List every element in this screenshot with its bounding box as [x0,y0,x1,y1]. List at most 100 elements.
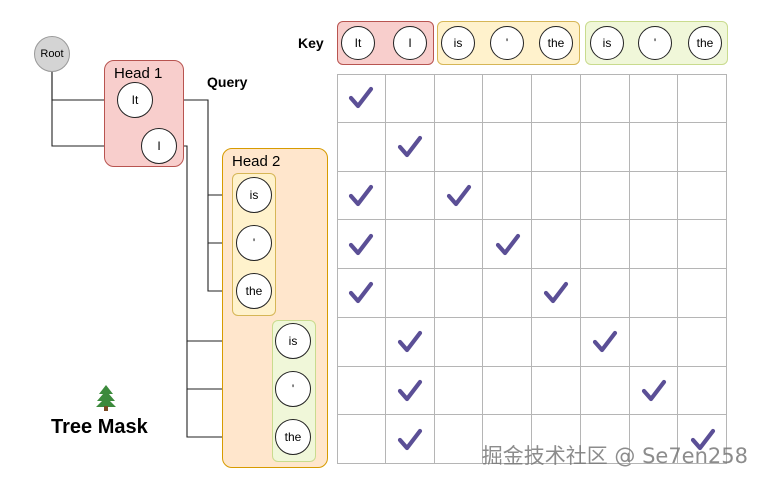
mask-cell-r4-c6 [629,269,679,318]
mask-cell-r0-c4 [532,74,581,123]
mask-cell-r2-c7 [678,171,727,221]
check-icon [349,233,374,255]
key-token-7: the [688,26,722,60]
mask-cell-r3-c6 [629,220,679,269]
mask-cell-r3-c4 [532,220,581,269]
root-label: Root [40,48,64,60]
mask-cell-r7-c2 [434,415,484,464]
key-label: Key [298,35,324,51]
mask-cell-r7-c7 [678,415,727,464]
head2-token-apos-a: ' [236,225,272,261]
key-token-4: the [539,26,573,60]
mask-cell-r0-c3 [483,74,532,123]
key-token-2: is [441,26,475,60]
mask-cell-r4-c1 [385,269,435,318]
query-label: Query [207,74,248,90]
check-icon [641,379,666,401]
mask-cell-r0-c5 [580,74,630,123]
mask-cell-r0-c2 [434,74,484,123]
check-icon [398,428,423,450]
head2-title: Head 2 [232,153,281,170]
key-token-1: I [393,26,427,60]
check-icon [544,282,569,304]
key-token-3: ' [490,26,524,60]
check-icon [446,184,471,206]
mask-cell-r5-c7 [678,317,727,367]
mask-cell-r1-c3 [483,122,532,172]
mask-cell-r2-c4 [532,171,581,221]
mask-cell-r4-c0 [337,269,386,318]
check-icon [690,428,715,450]
mask-cell-r5-c6 [629,317,679,367]
tree-mask-label: Tree Mask [51,416,148,438]
mask-cell-r3-c7 [678,220,727,269]
check-icon [398,379,423,401]
mask-cell-r0-c0 [337,74,386,123]
mask-cell-r0-c1 [385,74,435,123]
mask-cell-r4-c3 [483,269,532,318]
mask-cell-r6-c7 [678,366,727,416]
mask-cell-r2-c5 [580,171,630,221]
mask-grid [337,74,727,464]
mask-cell-r3-c2 [434,220,484,269]
mask-cell-r5-c3 [483,317,532,367]
mask-cell-r1-c7 [678,122,727,172]
head1-token-it: It [117,82,153,118]
mask-cell-r4-c2 [434,269,484,318]
mask-cell-r3-c5 [580,220,630,269]
head2-token-is-b: is [275,323,311,359]
mask-cell-r0-c7 [678,74,727,123]
check-icon [495,233,520,255]
mask-cell-r1-c2 [434,122,484,172]
head2-token-the-a: the [236,273,272,309]
head2-token-is-a: is [236,177,272,213]
head2-token-apos-b: ' [275,371,311,407]
mask-cell-r1-c6 [629,122,679,172]
head1-token-i: I [141,128,177,164]
check-icon [349,184,374,206]
mask-cell-r7-c3 [483,415,532,464]
mask-cell-r6-c6 [629,366,679,416]
check-icon [349,87,374,109]
mask-cell-r0-c6 [629,74,679,123]
mask-cell-r5-c4 [532,317,581,367]
mask-cell-r5-c5 [580,317,630,367]
mask-cell-r5-c1 [385,317,435,367]
mask-cell-r3-c1 [385,220,435,269]
watermark: 掘金技术社区 @ Se7en258 [481,444,748,468]
mask-cell-r1-c5 [580,122,630,172]
mask-cell-r2-c6 [629,171,679,221]
mask-cell-r6-c5 [580,366,630,416]
mask-cell-r4-c7 [678,269,727,318]
mask-cell-r7-c6 [629,415,679,464]
mask-cell-r7-c1 [385,415,435,464]
check-icon [398,136,423,158]
key-token-5: is [590,26,624,60]
mask-cell-r5-c2 [434,317,484,367]
mask-cell-r1-c0 [337,122,386,172]
mask-cell-r7-c4 [532,415,581,464]
mask-cell-r6-c0 [337,366,386,416]
mask-cell-r4-c4 [532,269,581,318]
mask-cell-r3-c0 [337,220,386,269]
mask-cell-r7-c5 [580,415,630,464]
mask-cell-r5-c0 [337,317,386,367]
mask-cell-r4-c5 [580,269,630,318]
mask-cell-r6-c4 [532,366,581,416]
check-icon [398,331,423,353]
mask-cell-r7-c0 [337,415,386,464]
mask-cell-r2-c1 [385,171,435,221]
mask-cell-r3-c3 [483,220,532,269]
mask-cell-r6-c2 [434,366,484,416]
check-icon [349,282,374,304]
evergreen-tree-icon [96,385,116,411]
mask-cell-r6-c1 [385,366,435,416]
head2-token-the-b: the [275,419,311,455]
head1-title: Head 1 [114,65,163,82]
mask-cell-r1-c4 [532,122,581,172]
key-token-6: ' [638,26,672,60]
check-icon [593,331,618,353]
key-token-0: It [341,26,375,60]
mask-cell-r2-c2 [434,171,484,221]
mask-cell-r2-c3 [483,171,532,221]
